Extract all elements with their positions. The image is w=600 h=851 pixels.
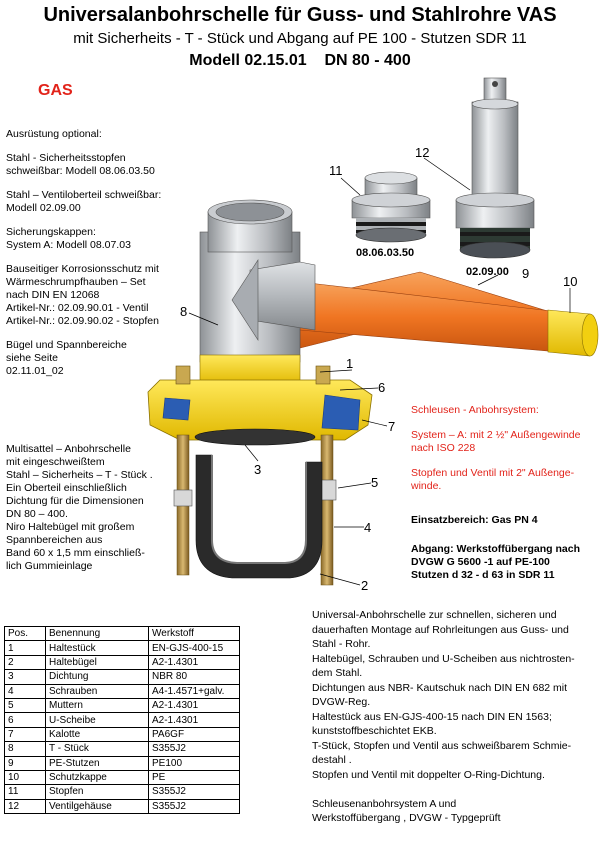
page-subtitle: mit Sicherheits - T - Stück und Abgang a…	[73, 30, 527, 47]
table-cell: S355J2	[148, 798, 240, 815]
callout-number: 10	[563, 274, 578, 289]
leader-lines	[188, 157, 571, 586]
u-bracket-part	[195, 454, 323, 579]
abgang-info: Abgang: Werkstoffübergang nach DVGW G 56…	[411, 543, 580, 581]
callout-number: 9	[522, 266, 530, 281]
einsatz-bereich: Einsatzbereich: Gas PN 4	[411, 514, 538, 526]
table-cell: PE	[148, 769, 240, 786]
note-item: Bügel und Spannbereiche siehe Seite 02.1…	[6, 339, 127, 377]
table-cell: Schrauben	[45, 683, 149, 699]
pe-spigot-part	[299, 271, 599, 357]
column-header: Werkstoff	[148, 625, 240, 642]
callout-number: 12	[415, 145, 430, 160]
schleusen-info: Schleusen - Anbohrsystem: System – A: mi…	[411, 404, 596, 505]
table-cell: T - Stück	[45, 741, 149, 757]
schleusen-title: Schleusen - Anbohrsystem:	[411, 404, 539, 416]
table-cell: Ventilgehäuse	[45, 798, 149, 815]
table-cell: 11	[4, 784, 46, 800]
callout-number: 2	[361, 578, 369, 593]
table-cell: 9	[4, 755, 46, 771]
page-title: Universalanbohrschelle für Guss- und Sta…	[43, 4, 557, 26]
table-cell: A2-1.4301	[148, 712, 240, 728]
bolt-part	[173, 365, 337, 586]
table-cell: Haltebügel	[45, 654, 149, 671]
valve-model-label: 02.09.00	[466, 266, 509, 278]
table-cell: Haltestück	[45, 640, 149, 656]
callout-number: 7	[388, 419, 396, 434]
table-cell: PA6GF	[148, 726, 240, 743]
table-cell: 1	[4, 640, 46, 656]
schleusen-stopfen: Stopfen und Ventil mit 2" Außenge-winde.	[411, 467, 575, 492]
gas-label: GAS	[38, 82, 73, 99]
callout-number: 1	[346, 356, 354, 371]
table-cell: 3	[4, 669, 46, 685]
table-cell: A2-1.4301	[148, 654, 240, 671]
t-piece-part	[199, 199, 316, 363]
table-cell: PE-Stutzen	[45, 755, 149, 771]
table-cell: 10	[4, 769, 46, 786]
table-cell: Dichtung	[45, 669, 149, 685]
model-heading: Modell 02.15.01 DN 80 - 400	[189, 52, 411, 69]
table-cell: NBR 80	[148, 669, 240, 685]
valve-housing-part	[455, 77, 535, 259]
table-cell: 5	[4, 697, 46, 714]
table-cell: Schutzkappe	[45, 769, 149, 786]
saddle-body-part	[147, 354, 373, 446]
column-header: Benennung	[45, 625, 149, 642]
callout-number: 5	[371, 475, 379, 490]
table-header-row: Pos. Benennung Werkstoff	[4, 625, 240, 642]
product-description: Universal-Anbohrschelle zur schnellen, s…	[312, 609, 575, 824]
table-cell: S355J2	[148, 741, 240, 757]
schleusen-system: System – A: mit 2 ½" Außengewinde nach I…	[411, 429, 581, 454]
table-cell: Kalotte	[45, 726, 149, 743]
plug-part	[351, 171, 431, 243]
note-item: Sicherungskappen: System A: Modell 08.07…	[6, 226, 131, 251]
note-item: Stahl - Sicherheitsstopfen schweißbar: M…	[6, 152, 155, 177]
note-item: Stahl – Ventiloberteil schweißbar: Model…	[6, 189, 162, 214]
table-cell: 2	[4, 654, 46, 671]
table-cell: PE100	[148, 755, 240, 771]
table-cell: U-Scheibe	[45, 712, 149, 728]
multisattel-description: Multisattel – Anbohrschelle mit eingesch…	[6, 443, 153, 572]
note-item: Bauseitiger Korrosionsschutz mit Wärmesc…	[6, 263, 159, 327]
callout-number: 8	[180, 304, 188, 319]
table-cell: 4	[4, 683, 46, 699]
table-cell: A2-1.4301	[148, 697, 240, 714]
table-cell: S355J2	[148, 784, 240, 800]
callout-number: 11	[329, 163, 343, 178]
note-item: Ausrüstung optional:	[6, 128, 102, 140]
optional-equipment-notes: Ausrüstung optional: Stahl - Sicherheits…	[6, 128, 216, 389]
callout-number: 3	[254, 462, 262, 477]
plug-model-label: 08.06.03.50	[356, 247, 415, 259]
table-cell: 7	[4, 726, 46, 743]
table-cell: 6	[4, 712, 46, 728]
table-cell: EN-GJS-400-15	[148, 640, 240, 656]
callout-number: 6	[378, 380, 386, 395]
column-header: Pos.	[4, 625, 46, 642]
table-cell: Muttern	[45, 697, 149, 714]
table-cell: 12	[4, 798, 46, 815]
table-cell: A4-1.4571+galv.	[148, 683, 240, 699]
table-cell: 8	[4, 741, 46, 757]
table-cell: Stopfen	[45, 784, 149, 800]
callout-number: 4	[364, 520, 372, 535]
